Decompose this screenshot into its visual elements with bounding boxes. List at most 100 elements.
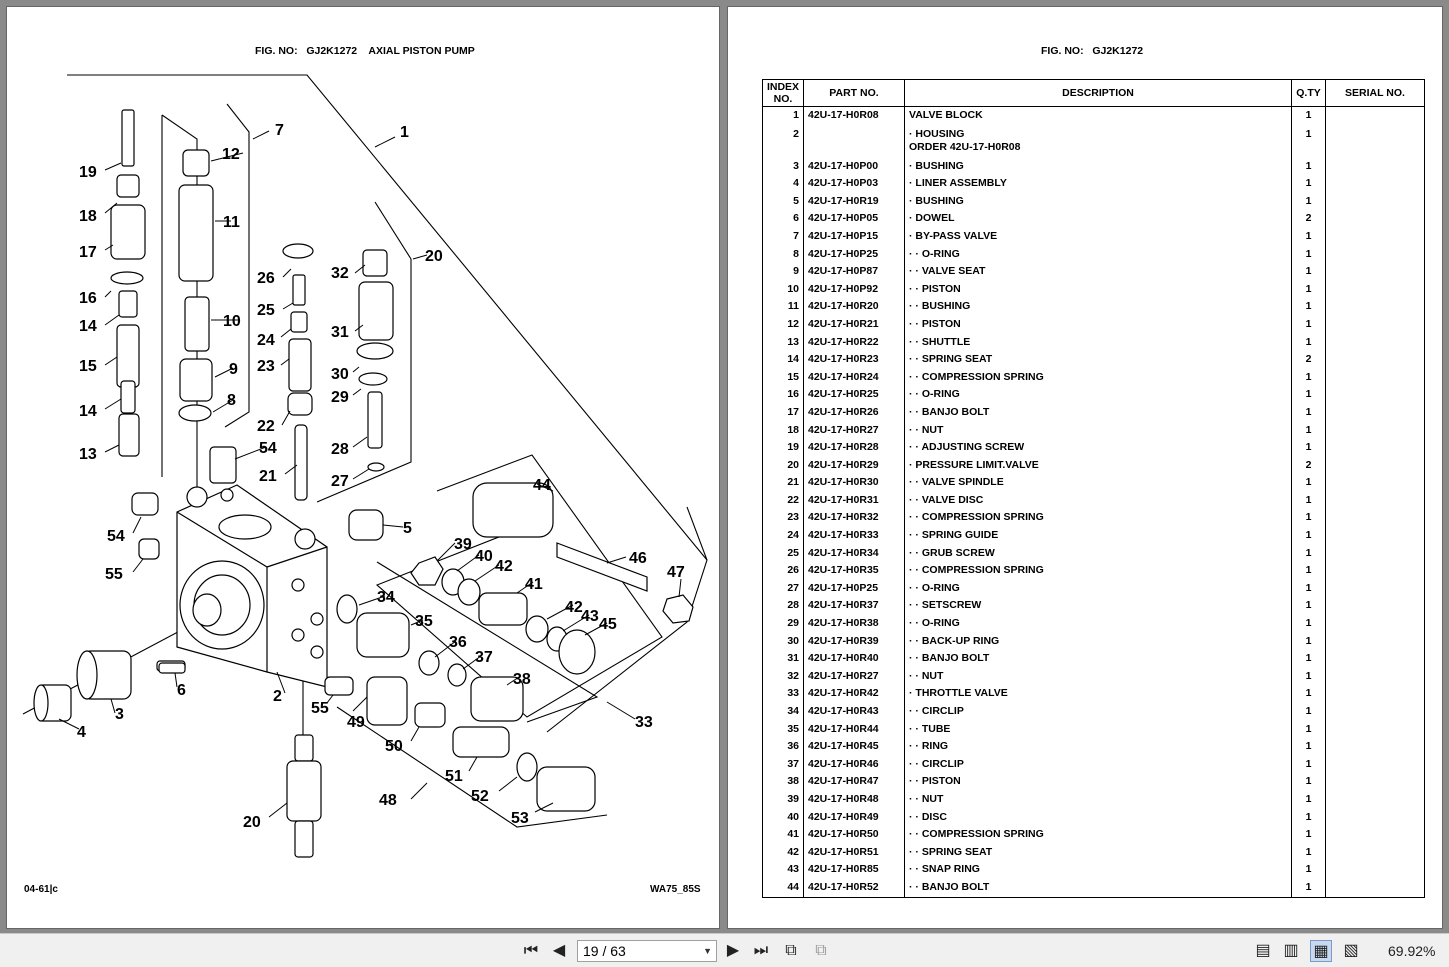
part-no-cell: 42U-17-H0R47 bbox=[803, 773, 905, 791]
fit-page-icon[interactable]: ⧉ bbox=[815, 942, 827, 959]
serial-no-cell bbox=[1325, 175, 1425, 193]
callout-29: 29 bbox=[331, 389, 349, 406]
index-cell: 15 bbox=[762, 368, 804, 387]
qty-cell: 1 bbox=[1291, 421, 1326, 440]
serial-no-cell bbox=[1325, 878, 1425, 898]
serial-no-cell bbox=[1325, 227, 1425, 246]
qty-cell: 1 bbox=[1291, 878, 1326, 898]
callout-38: 38 bbox=[513, 671, 531, 688]
part-no-cell: 42U-17-H0R35 bbox=[803, 562, 905, 580]
two-page-continuous-icon[interactable]: ▧ bbox=[1343, 942, 1359, 959]
description-cell: · · O-RING bbox=[904, 386, 1292, 404]
description-cell: · · GRUB SCREW bbox=[904, 544, 1292, 563]
callout-6: 6 bbox=[177, 682, 186, 699]
index-cell: 40 bbox=[762, 808, 804, 827]
serial-no-cell bbox=[1325, 474, 1425, 492]
part-no-cell: 42U-17-H0P05 bbox=[803, 210, 905, 228]
callout-16: 16 bbox=[79, 290, 97, 307]
serial-no-cell bbox=[1325, 509, 1425, 528]
index-cell: 36 bbox=[762, 738, 804, 756]
callout-13: 13 bbox=[79, 446, 97, 463]
last-page-icon[interactable]: ⏭ bbox=[753, 942, 769, 959]
qty-cell: 1 bbox=[1291, 667, 1326, 686]
serial-no-cell bbox=[1325, 157, 1425, 176]
callout-52: 52 bbox=[471, 788, 489, 805]
description-cell: · · BANJO BOLT bbox=[904, 403, 1292, 422]
serial-no-cell bbox=[1325, 738, 1425, 756]
page-number-field[interactable]: 19 / 63 ▼ bbox=[577, 940, 717, 962]
qty-cell: 1 bbox=[1291, 544, 1326, 563]
qty-cell: 1 bbox=[1291, 227, 1326, 246]
part-no-cell: 42U-17-H0R32 bbox=[803, 509, 905, 528]
serial-no-cell bbox=[1325, 790, 1425, 809]
qty-cell: 1 bbox=[1291, 192, 1326, 211]
page-footer-right: WA75_85S bbox=[650, 884, 701, 895]
part-no-cell: 42U-17-H0R45 bbox=[803, 738, 905, 756]
callout-12: 12 bbox=[222, 146, 240, 163]
callout-20b: 20 bbox=[243, 814, 261, 831]
single-page-icon[interactable]: ▤ bbox=[1255, 942, 1271, 959]
qty-cell: 1 bbox=[1291, 386, 1326, 404]
col-description: DESCRIPTION bbox=[904, 79, 1292, 107]
description-cell: · · O-RING bbox=[904, 245, 1292, 264]
qty-cell: 1 bbox=[1291, 632, 1326, 651]
callout-44: 44 bbox=[533, 477, 551, 494]
prev-page-icon[interactable]: ◀ bbox=[552, 942, 566, 959]
part-no-cell: 42U-17-H0R25 bbox=[803, 386, 905, 404]
callout-15: 15 bbox=[79, 358, 97, 375]
callout-20a: 20 bbox=[425, 248, 443, 265]
qty-cell: 1 bbox=[1291, 615, 1326, 633]
part-no-cell: 42U-17-H0P87 bbox=[803, 263, 905, 281]
part-no-cell: 42U-17-H0R26 bbox=[803, 403, 905, 422]
rotate-icon[interactable]: ⧉ bbox=[785, 942, 797, 959]
description-cell: VALVE BLOCK bbox=[904, 106, 1292, 125]
description-cell: · · O-RING bbox=[904, 579, 1292, 598]
description-cell: · BY-PASS VALVE bbox=[904, 227, 1292, 246]
callout-42a: 42 bbox=[495, 558, 513, 575]
next-page-icon[interactable]: ▶ bbox=[726, 942, 740, 959]
serial-no-cell bbox=[1325, 826, 1425, 844]
callout-54a: 54 bbox=[259, 440, 277, 457]
figure-header-right: FIG. NO: GJ2K1272 bbox=[1041, 45, 1144, 57]
serial-no-cell bbox=[1325, 192, 1425, 211]
two-page-icon[interactable]: ▦ bbox=[1310, 940, 1332, 962]
callout-7: 7 bbox=[275, 122, 284, 139]
zoom-level[interactable]: 69.92% bbox=[1388, 943, 1436, 959]
first-page-icon[interactable]: ⏮ bbox=[523, 942, 539, 959]
callout-9: 9 bbox=[229, 361, 238, 378]
viewer-toolbar: ⏮ ◀ 19 / 63 ▼ ▶ ⏭ ⧉ ⧉ ▤ ▥ ▦ ▧ 69.92% bbox=[0, 933, 1449, 967]
page-number-text: 19 / 63 bbox=[583, 943, 626, 959]
callout-46: 46 bbox=[629, 550, 647, 567]
index-cell: 34 bbox=[762, 703, 804, 721]
chevron-down-icon[interactable]: ▼ bbox=[703, 946, 712, 956]
description-cell: · · SPRING SEAT bbox=[904, 351, 1292, 369]
serial-no-cell bbox=[1325, 773, 1425, 791]
index-cell: 6 bbox=[762, 210, 804, 228]
part-no-cell: 42U-17-H0R85 bbox=[803, 861, 905, 879]
qty-cell: 1 bbox=[1291, 474, 1326, 492]
qty-cell: 1 bbox=[1291, 491, 1326, 510]
continuous-page-icon[interactable]: ▥ bbox=[1283, 942, 1299, 959]
index-cell: 29 bbox=[762, 615, 804, 633]
callout-11: 11 bbox=[223, 214, 240, 231]
part-no-cell: 42U-17-H0R19 bbox=[803, 192, 905, 211]
qty-cell: 1 bbox=[1291, 315, 1326, 334]
serial-no-cell bbox=[1325, 210, 1425, 228]
index-cell: 3 bbox=[762, 157, 804, 176]
col-qty: Q.TY bbox=[1291, 79, 1326, 107]
callout-2: 2 bbox=[273, 688, 282, 705]
serial-no-cell bbox=[1325, 685, 1425, 703]
qty-cell: 1 bbox=[1291, 755, 1326, 774]
